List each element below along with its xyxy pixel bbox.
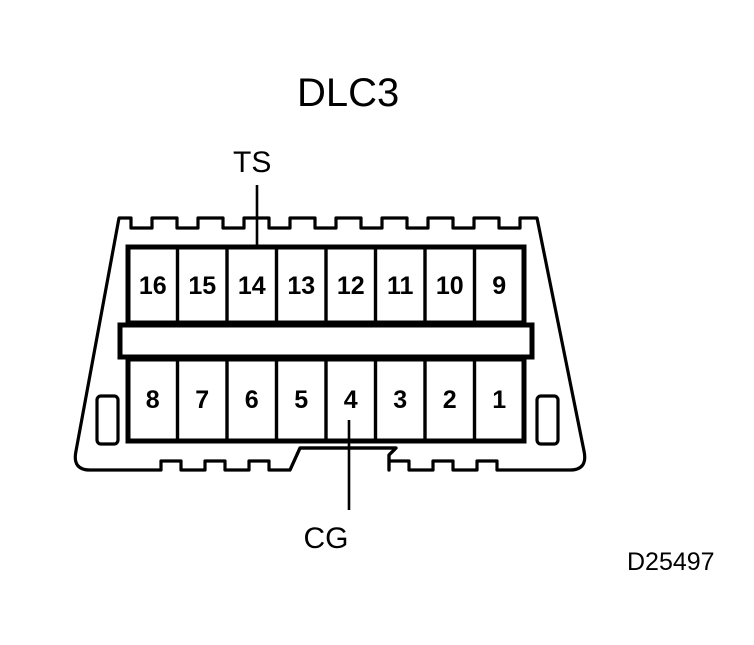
pin-cell-11: 11	[387, 272, 414, 300]
pin-cell-6: 6	[245, 386, 259, 414]
pin-cell-9: 9	[492, 272, 506, 300]
pin-cell-8: 8	[146, 386, 160, 414]
pin-cell-1: 1	[492, 386, 506, 414]
pin-row-top: 16 15 14 13 12 11 10 9	[125, 244, 527, 326]
centre-divider-bar	[117, 322, 535, 360]
callout-label-ts: TS	[233, 146, 271, 179]
pin-cell-13: 13	[287, 272, 315, 300]
connector-housing-outline	[73, 216, 587, 472]
keying-tab	[288, 446, 398, 472]
pin-cell-15: 15	[188, 272, 216, 300]
pin-cell-3: 3	[393, 386, 407, 414]
diagram-title: DLC3	[297, 71, 399, 115]
pin-cell-14: 14	[238, 272, 266, 300]
part-number: D25497	[627, 548, 715, 576]
pin-cell-12: 12	[337, 272, 365, 300]
pin-row-bottom: 8 7 6 5 4 3 2 1	[125, 356, 527, 444]
retention-tab-left	[95, 394, 120, 446]
retention-tab-right	[535, 394, 560, 446]
pin-cell-16: 16	[139, 272, 167, 300]
callout-label-cg: CG	[304, 522, 349, 555]
pin-cell-10: 10	[436, 272, 464, 300]
pin-cell-5: 5	[294, 386, 308, 414]
pin-cell-2: 2	[443, 386, 457, 414]
pin-cell-4: 4	[344, 386, 358, 414]
pin-cell-7: 7	[195, 386, 209, 414]
